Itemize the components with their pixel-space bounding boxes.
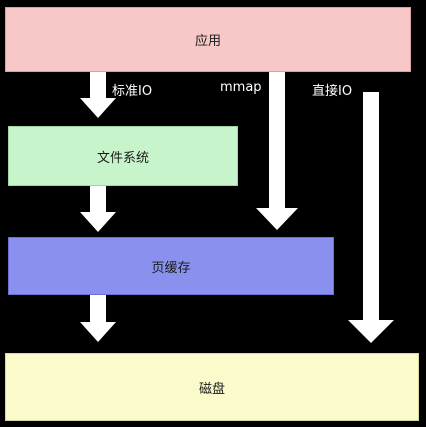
arrow-direct-io-to-disk [348,92,394,343]
app-layer-box: 应用 [5,7,411,72]
mmap-label: mmap [220,80,262,95]
arrow-filesystem-to-page-cache [80,186,116,232]
page-cache-layer-label: 页缓存 [151,260,191,276]
filesystem-layer-box: 文件系统 [8,126,238,186]
filesystem-layer-label: 文件系统 [96,150,149,166]
arrow-mmap-to-page-cache [256,72,298,230]
arrow-app-to-filesystem [80,72,116,118]
disk-layer-box: 磁盘 [5,353,419,421]
disk-layer-label: 磁盘 [198,381,225,397]
app-layer-label: 应用 [194,34,221,49]
direct-io-label: 直接IO [312,84,353,99]
page-cache-layer-box: 页缓存 [8,237,334,295]
standard-io-label: 标准IO [112,84,153,99]
arrow-page-cache-to-disk [80,295,116,342]
